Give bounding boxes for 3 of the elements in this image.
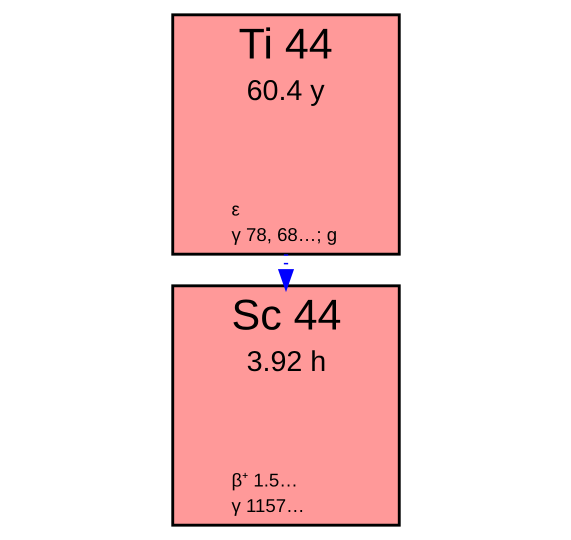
node-box: Ti 44 60.4 y ε γ 78, 68…; g bbox=[170, 13, 400, 256]
arrow bbox=[277, 254, 294, 292]
node-box: Sc 44 3.92 h β⁺ 1.5… γ 1157… bbox=[170, 284, 400, 527]
